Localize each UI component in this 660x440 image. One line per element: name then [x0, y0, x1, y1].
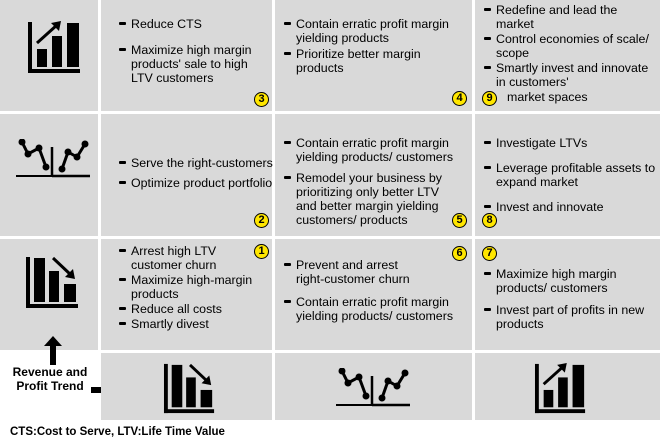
badge-2: 2 [254, 213, 269, 228]
row-top-icon-cell [0, 0, 98, 111]
list-item: Reduce CTS [115, 17, 270, 31]
list-item: Remodel your business by prioritizing on… [280, 171, 465, 227]
cell-r0c2: Contain erratic profit margin yielding p… [275, 0, 472, 111]
cell-r0c3: Redefine and lead the market Control eco… [475, 0, 660, 111]
cell-r2c1: Arrest high LTV customer churn Maximize … [101, 239, 272, 350]
list-item: Smartly invest and innovate in customers… [480, 61, 658, 89]
col-right-icon-cell [475, 353, 660, 420]
row-middle-icon-cell [0, 114, 98, 236]
list-item-continuation: market spaces [507, 90, 588, 104]
list-item: Invest and innovate [480, 200, 658, 214]
list-item: Optimize product portfolio [115, 176, 275, 190]
list-item: Smartly divest [115, 317, 260, 331]
axis-label: Revenue and Profit Trend [12, 365, 88, 393]
list-item: Investigate LTVs [480, 136, 658, 150]
line-chart-erratic-icon [336, 368, 410, 407]
list-item: Maximize high margin products' sale to h… [115, 43, 270, 85]
bar-chart-up-icon [534, 362, 586, 414]
col-left-icon-cell [101, 353, 272, 420]
list-item: Prioritize better margin products [280, 47, 470, 75]
badge-5: 5 [452, 213, 467, 228]
line-chart-erratic-icon [16, 139, 90, 178]
list-item: Reduce all costs [115, 302, 260, 316]
cell-r2c3: Maximize high margin products/ customers… [475, 239, 660, 350]
cell-r1c2: Contain erratic profit margin yielding p… [275, 114, 472, 236]
badge-6: 6 [452, 246, 467, 261]
list-item: Arrest high LTV customer churn [115, 244, 260, 272]
list-item: Contain erratic profit margin yielding p… [280, 17, 470, 45]
badge-8: 8 [482, 213, 497, 228]
badge-3: 3 [254, 92, 269, 107]
badge-7: 7 [482, 246, 497, 261]
list-item: Serve the right-customers [115, 156, 275, 170]
col-middle-icon-cell [275, 353, 472, 420]
cell-r2c2: Prevent and arrest right-customer churn … [275, 239, 472, 350]
row-bottom-icon-cell [0, 239, 98, 350]
cell-r1c3: Investigate LTVs Leverage profitable ass… [475, 114, 660, 236]
list-item: Leverage profitable assets to expand mar… [480, 161, 658, 189]
cell-r1c1: Serve the right-customers Optimize produ… [101, 114, 275, 236]
bar-chart-up-icon [28, 21, 80, 73]
list-item: Prevent and arrest right-customer churn [280, 258, 470, 286]
cell-r0c1: Reduce CTS Maximize high margin products… [101, 0, 272, 111]
list-item: Contain erratic profit margin yielding p… [280, 295, 470, 323]
list-item: Maximize high-margin products [115, 273, 260, 301]
list-item: Redefine and lead the market [480, 3, 658, 31]
list-item: Contain erratic profit margin yielding p… [280, 136, 465, 164]
badge-1: 1 [254, 244, 269, 259]
arrow-up-icon [44, 336, 62, 365]
list-item: Maximize high margin products/ customers [480, 267, 658, 295]
badge-4: 4 [452, 91, 467, 106]
list-item: Control economies of scale/ scope [480, 32, 658, 60]
bar-chart-down-icon [163, 363, 215, 414]
bar-chart-down-icon [26, 256, 78, 308]
badge-9: 9 [482, 91, 497, 106]
list-item: Invest part of profits in new products [480, 303, 658, 331]
footnote: CTS:Cost to Serve, LTV:Life Time Value [10, 426, 225, 438]
